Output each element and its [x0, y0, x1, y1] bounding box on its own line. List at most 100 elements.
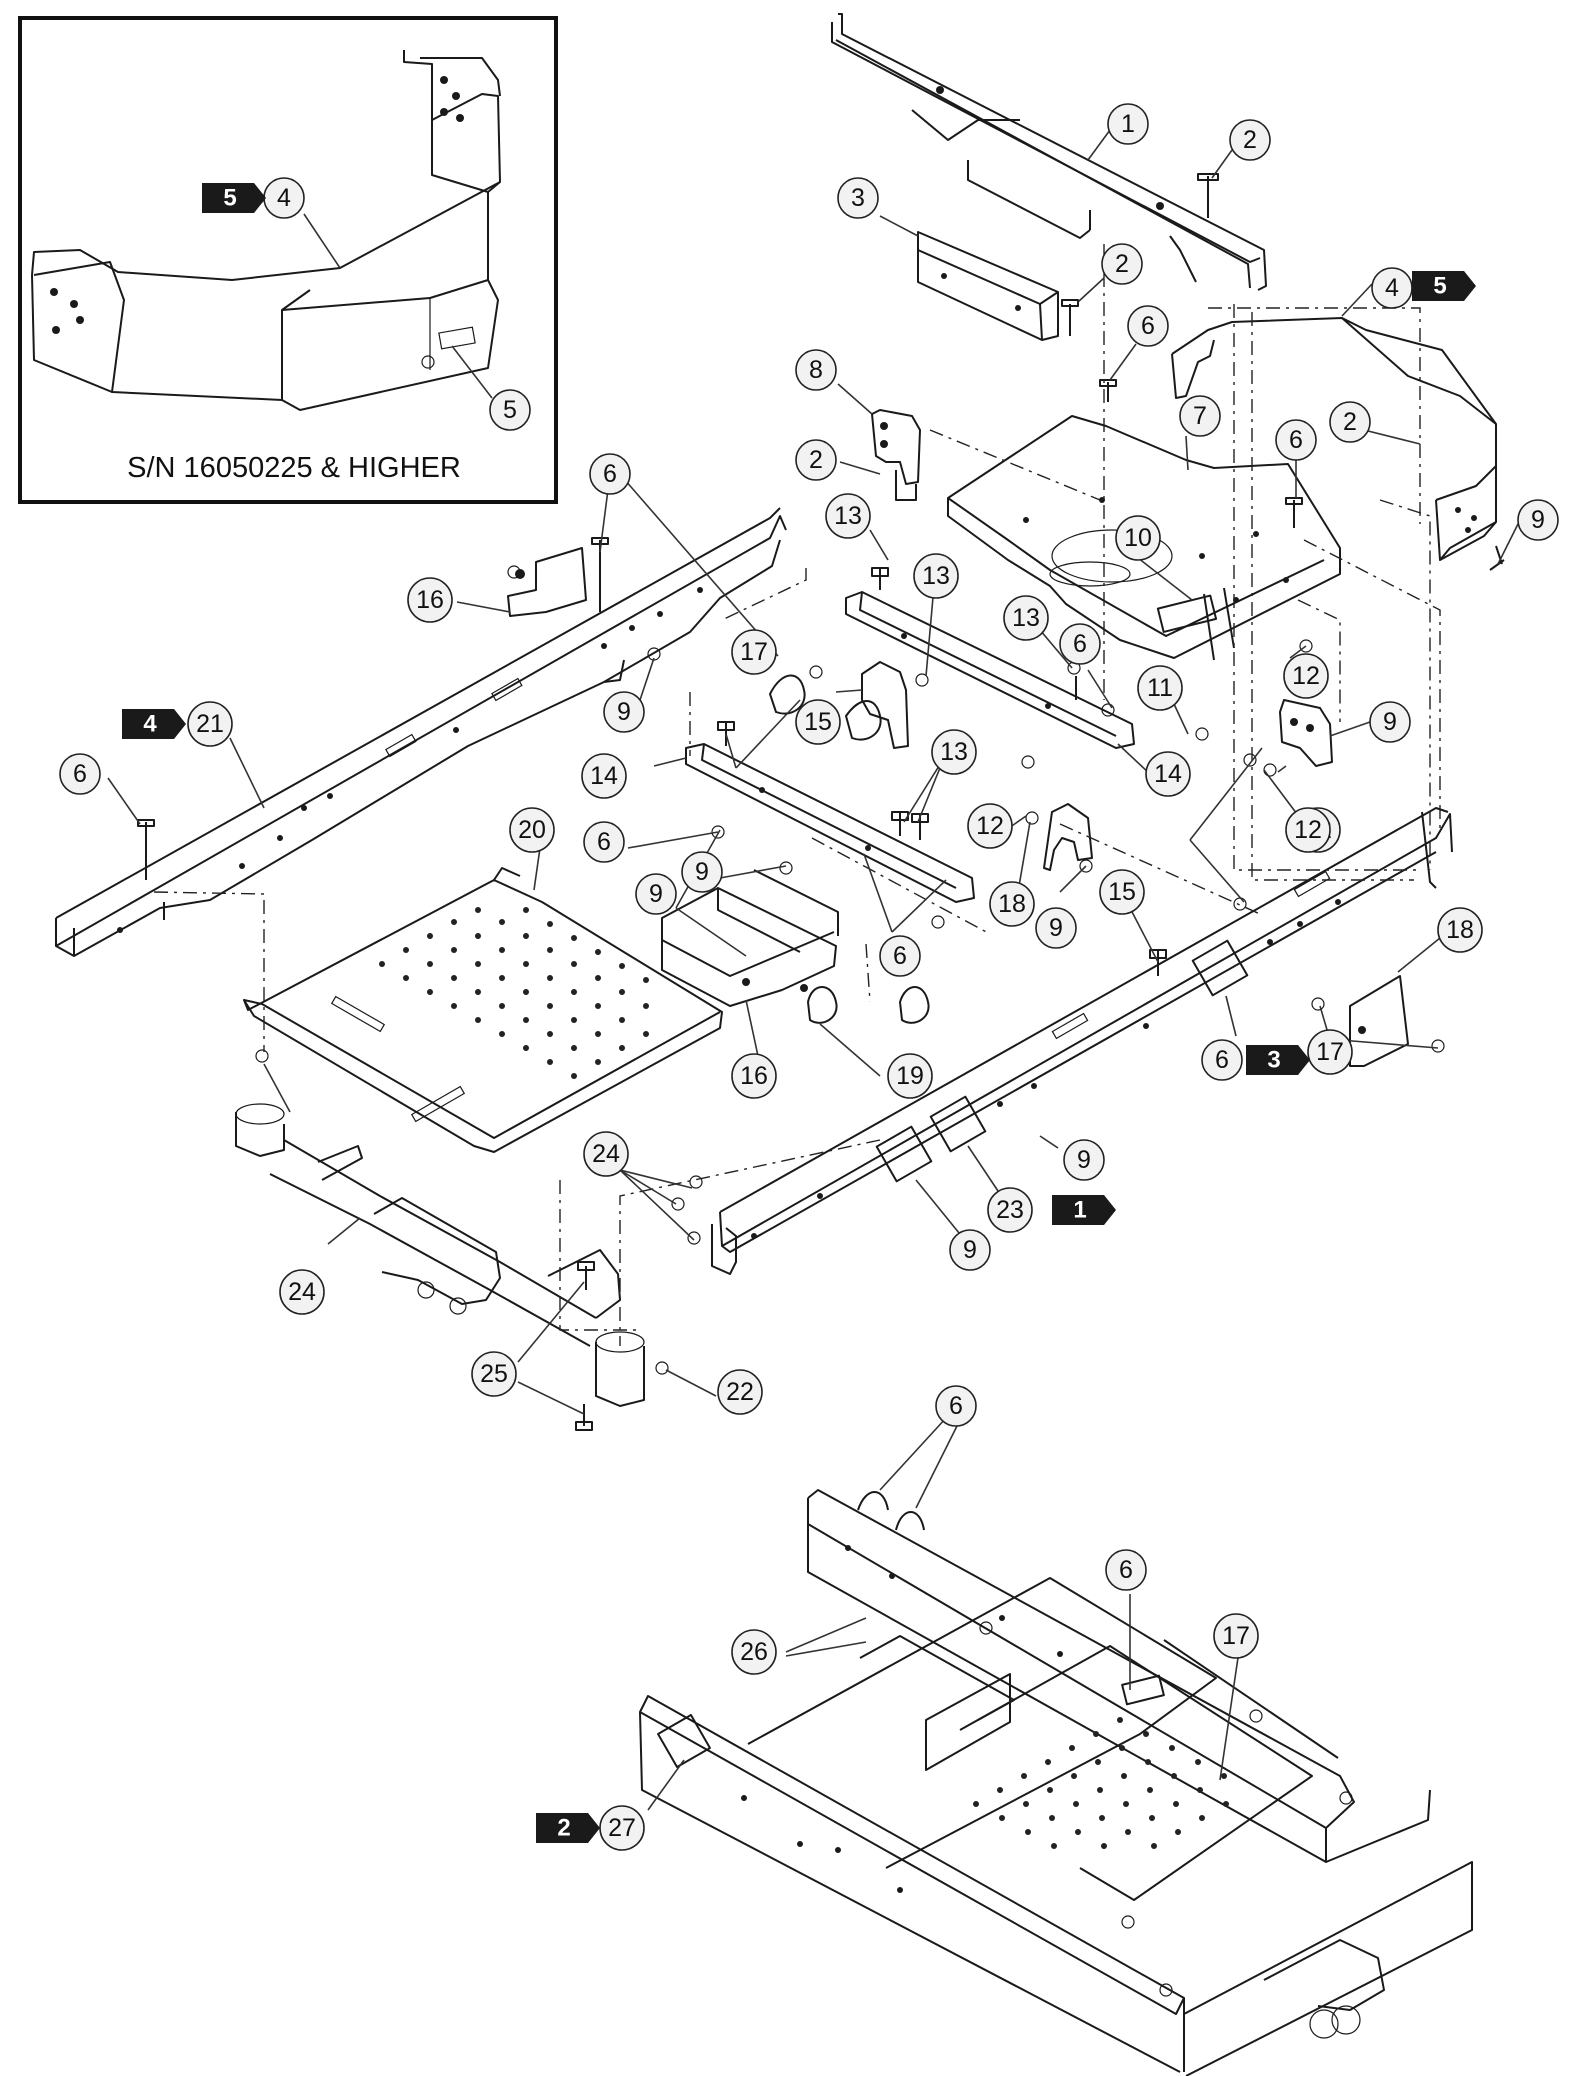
callout-23-circle — [987, 1187, 1033, 1233]
callout-9-b: 9 — [603, 691, 645, 733]
callout-13-d-label: 13 — [940, 738, 968, 766]
callout-2-right-b-circle — [795, 439, 837, 481]
callout-13-a-circle — [825, 493, 871, 539]
callout-9-f: 9 — [1035, 907, 1077, 949]
callout-27: 27 — [599, 1805, 645, 1851]
callout-16-right-circle — [731, 1053, 777, 1099]
callout-13-c-circle — [913, 553, 959, 599]
callout-13-a: 13 — [825, 493, 871, 539]
callout-6-mid: 6 — [1059, 623, 1101, 665]
callout-6-right: 6 — [1275, 419, 1317, 461]
inset-callout-5-circle — [489, 389, 531, 431]
callout-15-b: 15 — [1099, 869, 1145, 915]
callout-21-label: 21 — [196, 710, 224, 738]
callout-13-b-circle — [1003, 595, 1049, 641]
callout-6-left-label: 6 — [73, 760, 87, 788]
callout-6-right-b-label: 6 — [1215, 1046, 1229, 1074]
callout-18-b: 18 — [1437, 907, 1483, 953]
callout-9-e-label: 9 — [649, 880, 663, 908]
callout-24-b-circle — [279, 1269, 325, 1315]
flag-4-rail-label: 4 — [143, 711, 157, 738]
callout-10-label: 10 — [1124, 524, 1152, 552]
callout-3: 3 — [837, 177, 879, 219]
callout-20-label: 20 — [518, 816, 546, 844]
inset-flag-5-label: 5 — [223, 185, 236, 212]
callout-9-h-label: 9 — [963, 1236, 977, 1264]
flag-1-decal: 1 — [1052, 1195, 1116, 1225]
callout-17-c-circle — [1213, 1613, 1259, 1659]
callout-18-b-circle — [1437, 907, 1483, 953]
callout-13-d: 13 — [931, 729, 977, 775]
callout-layer: 1232648762291061316912136131191221151414… — [59, 103, 1559, 1851]
callout-9-g: 9 — [1063, 1139, 1105, 1181]
callout-12-a-label: 12 — [1292, 662, 1320, 690]
callout-9-h-circle — [949, 1229, 991, 1271]
callout-24-b-label: 24 — [288, 1278, 316, 1306]
callout-21: 21 — [187, 701, 233, 747]
callout-9-c-circle — [1369, 701, 1411, 743]
callout-12-c-label: 12 — [976, 812, 1004, 840]
callout-6-right-b: 6 — [1201, 1039, 1243, 1081]
callout-3-circle — [837, 177, 879, 219]
callout-17-a-label: 17 — [740, 638, 768, 666]
callout-10-circle — [1115, 515, 1161, 561]
callout-23: 23 — [987, 1187, 1033, 1233]
callout-2-right-b-label: 2 — [809, 446, 823, 474]
callout-14-a-circle — [581, 753, 627, 799]
callout-2-right-a-label: 2 — [1343, 408, 1357, 436]
callout-24-a: 24 — [583, 1131, 629, 1177]
callout-9-f-label: 9 — [1049, 914, 1063, 942]
callout-6-c-label: 6 — [893, 942, 907, 970]
callout-17-b: 17 — [1307, 1029, 1353, 1075]
callout-6-c-circle — [879, 935, 921, 977]
leader-lines — [107, 129, 1521, 1811]
callout-16-left-circle — [407, 577, 453, 623]
flag-5-seat-shape — [1412, 271, 1476, 301]
inset-callout-4-label: 4 — [277, 184, 291, 212]
callout-9-b-circle — [603, 691, 645, 733]
callout-7-circle — [1179, 395, 1221, 437]
callout-2-right-b: 2 — [795, 439, 837, 481]
callout-2-right-a: 2 — [1329, 401, 1371, 443]
callout-6-top: 6 — [1127, 305, 1169, 347]
callout-6-left-top: 6 — [589, 453, 631, 495]
callout-13-c: 13 — [913, 553, 959, 599]
callout-14-a-label: 14 — [590, 762, 618, 790]
callout-15-a: 15 — [795, 699, 841, 745]
callout-25-circle — [471, 1351, 517, 1397]
inset-border — [18, 16, 558, 504]
callout-6-bottom-a: 6 — [935, 1385, 977, 1427]
callout-12-c: 12 — [967, 803, 1013, 849]
callout-12-a-circle — [1283, 653, 1329, 699]
flag-2-decal-shape — [536, 1813, 600, 1843]
callout-26: 26 — [731, 1629, 777, 1675]
callout-22: 22 — [717, 1369, 763, 1415]
flag-1-decal-shape — [1052, 1195, 1116, 1225]
callout-1-label: 1 — [1121, 110, 1135, 138]
callout-11-circle — [1137, 665, 1183, 711]
flag-3-decal-shape — [1246, 1045, 1310, 1075]
callout-6-top-circle — [1127, 305, 1169, 347]
callout-9-e: 9 — [635, 873, 677, 915]
callout-24-a-circle — [583, 1131, 629, 1177]
callout-6-center: 6 — [583, 821, 625, 863]
callout-16-left: 16 — [407, 577, 453, 623]
callout-9-e-circle — [635, 873, 677, 915]
callout-6-left-top-label: 6 — [603, 460, 617, 488]
callout-1-circle — [1107, 103, 1149, 145]
callout-13-d-circle — [931, 729, 977, 775]
callout-11: 11 — [1137, 665, 1183, 711]
callout-4-seat: 4 — [1371, 267, 1413, 309]
callout-12-a: 12 — [1283, 653, 1329, 699]
callout-2-right-a-circle — [1329, 401, 1371, 443]
callout-9-g-label: 9 — [1077, 1146, 1091, 1174]
flag-5-seat: 5 — [1412, 271, 1476, 301]
callout-9-c: 9 — [1369, 701, 1411, 743]
callout-16-right: 16 — [731, 1053, 777, 1099]
callout-14-a: 14 — [581, 753, 627, 799]
flag-1-decal-label: 1 — [1073, 1197, 1086, 1224]
callout-17-b-label: 17 — [1316, 1038, 1344, 1066]
callout-18-b-label: 18 — [1446, 916, 1474, 944]
callout-15-b-label: 15 — [1108, 878, 1136, 906]
inset-callout-5-label: 5 — [503, 396, 517, 424]
